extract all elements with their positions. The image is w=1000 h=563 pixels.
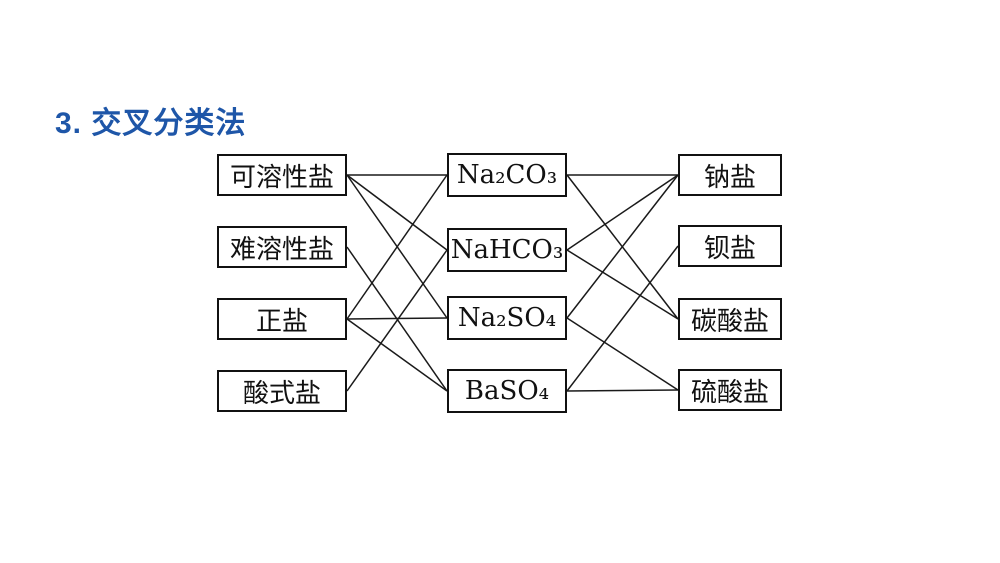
edge-line-baso4-beiyan [566,245,679,392]
edge-line-zhengyan-na2co3 [346,174,448,320]
diagram-node-suanshiyan: 酸式盐 [217,370,347,412]
diagram-node-nanrongxingyan: 难溶性盐 [217,226,347,268]
diagram-node-na2so4: Na₂SO₄ [447,296,567,340]
edge-line-na2so4-nayan [566,174,679,319]
edge-line-zhengyan-na2so4 [346,317,448,320]
diagram-node-na2co3: Na₂CO₃ [447,153,567,197]
diagram-node-nayan: 钠盐 [678,154,782,196]
edge-line-nahco3-tansuanyan [566,249,679,320]
page-title: 3. 交叉分类法 [55,107,247,140]
edge-line-na2so4-liusuanyan [566,317,679,391]
edge-line-nahco3-nayan [566,174,679,251]
diagram-node-beiyan: 钡盐 [678,225,782,267]
edge-line-zhengyan-baso4 [346,318,448,392]
diagram-node-liusuanyan: 硫酸盐 [678,369,782,411]
diagram-node-kerongxingyan: 可溶性盐 [217,154,347,196]
diagram-node-nahco3: NaHCO₃ [447,228,567,272]
edge-line-kerongxingyan-nahco3 [346,174,448,251]
edge-line-suanshiyan-nahco3 [346,249,448,392]
diagram-node-zhengyan: 正盐 [217,298,347,340]
edge-line-baso4-liusuanyan [566,389,679,392]
diagram-node-tansuanyan: 碳酸盐 [678,298,782,340]
diagram-node-baso4: BaSO₄ [447,369,567,413]
